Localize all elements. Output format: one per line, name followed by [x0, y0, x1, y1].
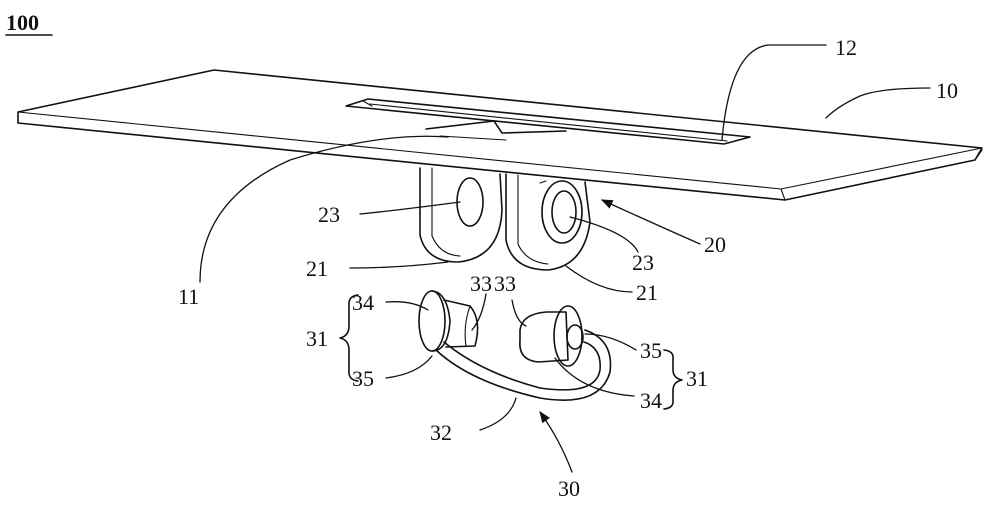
plate	[17, 69, 983, 201]
leader-hole-left	[359, 201, 461, 215]
reference-numerals: 12 10 23 20 23 21 21 11 34 33 33 31 35 3…	[178, 35, 958, 501]
slot-corner	[362, 100, 373, 107]
bracket	[419, 167, 591, 271]
strap-assembly	[418, 290, 612, 401]
plug-left	[418, 290, 479, 352]
flange-right-boss	[566, 324, 584, 350]
label-hole-right: 23	[632, 250, 654, 275]
ear-left-thickness	[431, 167, 461, 257]
flange-right-shape	[553, 305, 583, 367]
hole-left	[456, 177, 484, 227]
leader-body-right	[554, 357, 635, 397]
label-body-right: 34	[640, 388, 662, 413]
label-ear-right: 21	[636, 280, 658, 305]
label-cord: 32	[430, 420, 452, 445]
cut-face-left-edge	[464, 305, 471, 347]
ear-right-thickness	[517, 174, 549, 265]
label-plug-right: 31	[686, 366, 708, 391]
plate-right-edge	[974, 149, 983, 161]
label-flange-left: 35	[352, 366, 374, 391]
label-hole-left: 23	[318, 202, 340, 227]
ear-left	[419, 167, 503, 263]
leader-cord	[479, 397, 517, 431]
label-bracket: 20	[704, 232, 726, 257]
leader-hole-right	[569, 216, 639, 253]
leader-lines	[199, 44, 931, 473]
braces	[339, 294, 683, 410]
label-slot: 12	[835, 35, 857, 60]
label-flange-right: 35	[640, 338, 662, 363]
hole-right-inner	[551, 190, 577, 234]
plate-corner-edge	[780, 188, 786, 201]
label-notch: 11	[178, 284, 199, 309]
leader-flange-left	[385, 355, 433, 379]
figure-number-text: 100	[6, 10, 39, 35]
leader-ear-left	[349, 261, 449, 269]
arrow-bracket	[600, 199, 701, 245]
bracket-rivet	[539, 180, 547, 184]
notch-outline	[425, 120, 567, 134]
label-cut-face-right: 33	[494, 271, 516, 296]
leader-plate	[825, 87, 931, 119]
slot-inner-edge	[369, 103, 728, 142]
label-ear-left: 21	[306, 256, 328, 281]
leader-body-left	[385, 301, 429, 311]
plug-right	[519, 305, 584, 367]
leader-cut-face-right	[511, 299, 527, 327]
brace-left	[339, 294, 359, 382]
notch-edge	[439, 135, 507, 141]
flange-left-shape	[418, 290, 446, 352]
ear-right	[505, 173, 591, 271]
leader-slot	[721, 44, 827, 141]
leader-ear-right	[565, 265, 633, 293]
cord-inner	[443, 341, 601, 391]
label-body-left: 34	[352, 290, 374, 315]
label-plate: 10	[936, 78, 958, 103]
body-right-shape	[519, 311, 569, 363]
leader-notch	[199, 135, 449, 283]
figure-number: 100	[5, 10, 53, 36]
arrow-strap-assembly	[539, 411, 573, 473]
hole-right-outer	[541, 180, 583, 244]
cord-outer	[435, 329, 612, 401]
leader-cut-face-left	[471, 293, 487, 331]
slot-outline	[345, 98, 751, 145]
label-strap-assembly: 30	[558, 476, 580, 501]
label-cut-face-left: 33	[470, 271, 492, 296]
brace-right	[663, 349, 683, 410]
leader-flange-right	[584, 333, 637, 351]
label-plug-left: 31	[306, 326, 328, 351]
flange-left-rim	[431, 290, 451, 352]
